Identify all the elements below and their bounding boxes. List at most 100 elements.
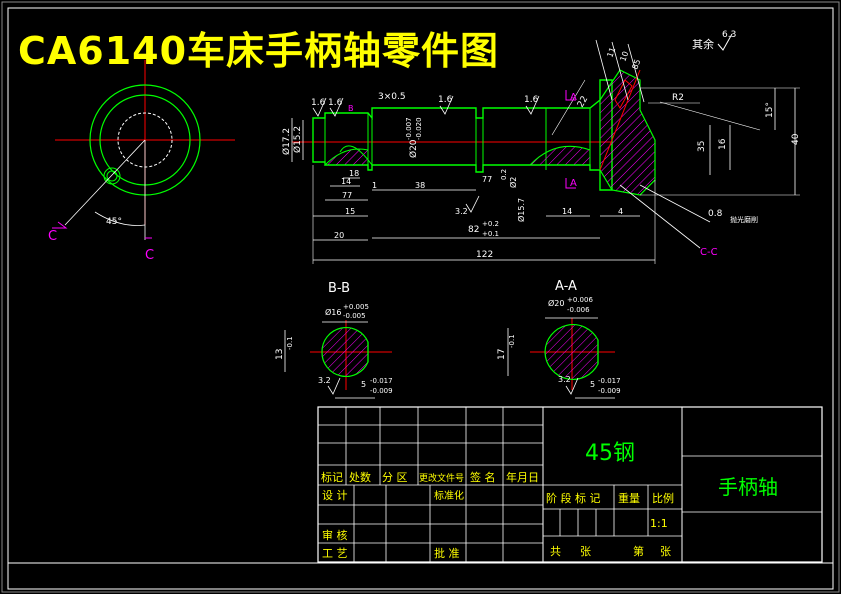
section-mark-a: A xyxy=(570,92,577,103)
diam-left-outer: Ø17.2 xyxy=(281,128,292,155)
diam-mid-tol-lower: -0.020 xyxy=(415,117,423,140)
cut-arrow-c1 xyxy=(52,221,68,229)
aa-height-tol: -0.1 xyxy=(508,334,516,348)
dim-14a: 14 xyxy=(341,177,351,186)
section-bb-title: B-B xyxy=(328,281,350,296)
bb-rough: 3.2 xyxy=(318,376,331,385)
cut-label-c1: C xyxy=(48,229,57,244)
bb-key-tol-upper: -0.017 xyxy=(370,377,393,385)
angle-15: 15° xyxy=(765,102,775,118)
leader-cc xyxy=(619,184,701,249)
tb-sheet2: 张 xyxy=(660,545,671,558)
chamfer-label: 3×0.5 xyxy=(378,92,406,102)
diam-right-groove: Ø15.7 xyxy=(516,198,526,222)
dim-38: 38 xyxy=(415,181,425,190)
aa-rough-symbol xyxy=(565,377,579,395)
bb-tol-upper: +0.005 xyxy=(343,303,369,311)
hatch-keyway-left-b xyxy=(339,145,373,166)
section-mark-a2: A xyxy=(570,178,577,189)
section-bb: B-B Ø16 +0.005 -0.005 13 -0.1 3.2 5 -0.0… xyxy=(275,281,393,399)
dim-77b: 77 xyxy=(482,175,492,184)
rough-symbol-2 xyxy=(329,97,344,117)
bent-end xyxy=(599,69,656,196)
aa-height: 17 xyxy=(497,349,507,360)
bb-tol-lower: -0.005 xyxy=(343,312,366,320)
rough-mark-4: 1.6 xyxy=(524,95,539,105)
section-aa-title: A-A xyxy=(555,279,577,294)
bb-rough-symbol xyxy=(327,377,341,395)
tb-row-label-0: 标记 xyxy=(321,470,343,484)
dim-top-b: 10 xyxy=(618,50,630,63)
tb-row-label-1: 处数 xyxy=(349,471,371,484)
bent-leader xyxy=(595,39,613,101)
title-block-frame xyxy=(317,406,823,563)
diam-mid: Ø20 xyxy=(408,139,419,158)
aa-key-tol-upper: -0.017 xyxy=(598,377,621,385)
bottom-border xyxy=(7,562,834,590)
tb-row-label-4: 签 名 xyxy=(470,470,496,484)
tb-scale-label: 比例 xyxy=(652,491,674,505)
rough-08-note: 抛光磨削 xyxy=(730,215,758,224)
dim-top-c: 85 xyxy=(630,58,642,71)
aa-tol-lower: -0.006 xyxy=(567,306,590,314)
bb-section xyxy=(321,326,369,378)
section-mark-b: B xyxy=(348,104,354,113)
rough-symbol-3 xyxy=(439,95,454,115)
section-arrow-a2 xyxy=(565,178,576,189)
dim-15: 15 xyxy=(345,207,355,216)
rough-symbol-32 xyxy=(465,195,480,213)
title-block: 45钢 手柄轴 标记 处数 分 区 更改文件号 签 名 年月日 设 计 标准化 … xyxy=(317,406,823,563)
leader-08 xyxy=(639,184,711,223)
dim-4: 4 xyxy=(618,207,623,216)
rough-mark-3: 1.6 xyxy=(438,95,453,105)
bb-height: 13 xyxy=(275,349,285,360)
dim-40: 40 xyxy=(791,133,801,145)
dim-line-22 xyxy=(551,79,586,136)
tb-number: 第 xyxy=(633,544,644,558)
bent-leader-3 xyxy=(627,43,645,103)
tb-row-label-3: 更改文件号 xyxy=(419,472,464,484)
tb-approve: 批 准 xyxy=(434,546,460,560)
dim-ext-r2 xyxy=(659,101,761,131)
dim-20: 20 xyxy=(334,231,344,240)
tb-part-name: 手柄轴 xyxy=(718,475,778,499)
roughness-symbol xyxy=(717,33,733,51)
section-arrow-a xyxy=(565,90,576,101)
end-view-section-line xyxy=(64,139,146,226)
tb-standard: 标准化 xyxy=(434,489,464,502)
aa-diam: Ø20 xyxy=(548,298,564,308)
angle-arc xyxy=(94,211,146,226)
bb-key: 5 xyxy=(361,380,366,389)
tb-total: 共 xyxy=(550,545,561,558)
dim-82-tol-upper: +0.2 xyxy=(482,220,499,228)
dim-22: 22 xyxy=(576,95,590,110)
surface-note-label: 其余 xyxy=(692,37,714,51)
radius-r2: R2 xyxy=(672,93,684,103)
dim-top-a: 11 xyxy=(605,46,617,59)
dim-32: 3.2 xyxy=(455,207,468,216)
tb-review: 审 核 xyxy=(322,528,348,542)
dim-18: 18 xyxy=(349,169,359,178)
bb-key-tol-lower: -0.009 xyxy=(370,387,393,395)
bent-centerline xyxy=(599,69,641,171)
tb-process: 工 艺 xyxy=(322,547,348,560)
bb-diam: Ø16 xyxy=(325,307,341,317)
tb-design: 设 计 xyxy=(322,489,348,502)
dim-16: 16 xyxy=(718,138,728,150)
diam-mid-tol-upper: -0.007 xyxy=(405,117,413,140)
bent-end-inner xyxy=(614,79,633,109)
hatch-keyway-left xyxy=(323,148,369,166)
aa-rough: 3.2 xyxy=(558,375,571,384)
rough-mark-2: 1.6 xyxy=(328,98,343,108)
dim-77: 77 xyxy=(342,191,352,200)
dim-35: 35 xyxy=(697,141,707,152)
bb-height-tol: -0.1 xyxy=(286,336,294,350)
rough-symbol-1 xyxy=(312,97,327,117)
tb-row-label-5: 年月日 xyxy=(506,470,539,484)
bent-leader-2 xyxy=(611,41,629,101)
diam-tol: Ø2 xyxy=(508,177,518,188)
section-cc: C-C xyxy=(700,247,718,258)
hatch-keyway-right xyxy=(528,145,591,166)
aa-tol-upper: +0.006 xyxy=(567,296,593,304)
dim-02: 0.2 xyxy=(500,169,508,180)
